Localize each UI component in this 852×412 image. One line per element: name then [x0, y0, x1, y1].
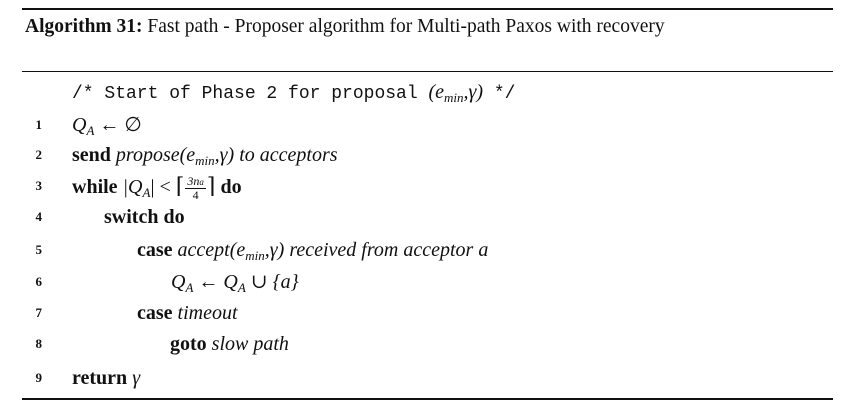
ceil-right-icon: ⌉ [206, 173, 216, 198]
line-number: 9 [35, 370, 43, 385]
accept-tail: ,γ) received from acceptor a [264, 239, 489, 261]
slow-path-label: slow path [211, 333, 289, 355]
propose-tail: ,γ) to acceptors [214, 144, 338, 166]
fraction-numerator-sub: a [199, 177, 204, 188]
accept-sub: min [245, 248, 265, 263]
union-mid: ← Q [193, 271, 238, 293]
timeout-label: timeout [177, 302, 238, 324]
phase-comment: /* Start of Phase 2 for proposal (emin,γ… [72, 77, 515, 107]
accept-call: accept(e [177, 239, 246, 261]
keyword-goto: goto [170, 333, 207, 355]
line-number: 3 [35, 178, 43, 193]
keyword-send: send [72, 144, 111, 166]
keyword-while: while [72, 176, 118, 198]
keyword-case: case [137, 239, 173, 261]
comment-args: (e [428, 81, 445, 103]
while-cond-sub: A [142, 185, 151, 200]
return-value: γ [132, 367, 141, 389]
fraction-denominator: 4 [192, 188, 199, 203]
line-number: 8 [35, 336, 43, 351]
q-var: Q [171, 271, 186, 293]
ceil-left-icon: ⌈ [175, 173, 185, 198]
line-number: 1 [35, 117, 43, 132]
propose-sub: min [195, 153, 215, 168]
union-rest: ∪ {a} [245, 271, 299, 293]
comment-args-tail: ,γ) [463, 81, 484, 103]
bottom-rule [22, 398, 833, 400]
while-cond-pre: |Q [122, 176, 143, 198]
comment-open: /* Start of Phase 2 for proposal [72, 84, 429, 104]
line-number: 5 [35, 242, 43, 257]
caption-rule [22, 71, 833, 72]
q-sub: A [185, 280, 194, 295]
q-sub-2: A [237, 280, 246, 295]
line-number: 6 [35, 274, 43, 289]
line-number: 4 [35, 209, 43, 224]
comment-close: */ [483, 84, 516, 104]
q-var: Q [72, 114, 87, 136]
algorithm-caption: Algorithm 31: Fast path - Proposer algor… [25, 11, 825, 42]
algorithm-label: Algorithm 31: [25, 16, 143, 37]
fraction-numerator: 3n [187, 174, 200, 189]
q-sub: A [86, 123, 95, 138]
algorithm-caption-text: Fast path - Proposer algorithm for Multi… [147, 16, 665, 37]
comment-sub: min [444, 90, 464, 105]
line-number: 2 [35, 147, 43, 162]
keyword-do: do [220, 176, 242, 198]
keyword-case: case [137, 302, 173, 324]
keyword-switch-do: switch do [104, 206, 185, 228]
assign-empty: ← ∅ [94, 114, 142, 136]
while-cond-mid: | < [150, 176, 176, 198]
keyword-return: return [72, 367, 128, 389]
top-rule [22, 8, 833, 10]
propose-call: propose(e [115, 144, 196, 166]
line-number: 7 [35, 305, 43, 320]
